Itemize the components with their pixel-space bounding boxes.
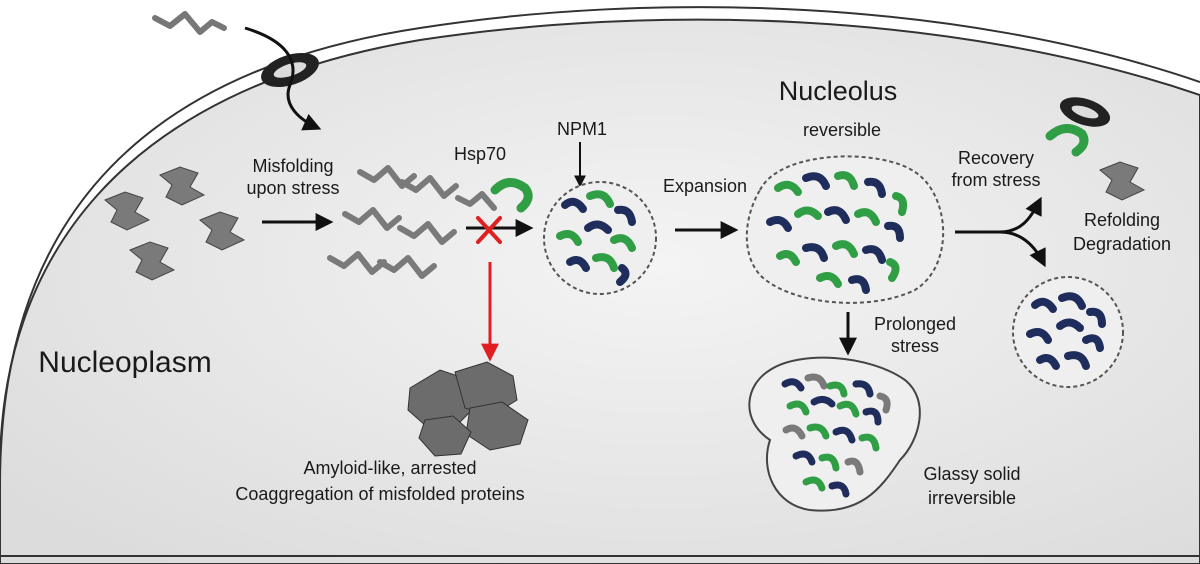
npm1-label: NPM1: [557, 119, 607, 139]
glassy-solid-nucleolus: [748, 356, 921, 512]
hsp70-label: Hsp70: [454, 144, 506, 164]
amyloid-label-line1: Amyloid-like, arrested: [303, 458, 476, 478]
prolonged-label-line2: stress: [891, 336, 939, 356]
amyloid-label-line2: Coaggregation of misfolded proteins: [235, 484, 524, 504]
refolded-protein-icon: [1099, 161, 1146, 201]
expanded-nucleolus-droplet: [745, 155, 945, 304]
nucleolus-title: Nucleolus: [779, 76, 898, 106]
nucleoplasm-title: Nucleoplasm: [38, 346, 211, 379]
recovery-label-line2: from stress: [951, 170, 1040, 190]
import-arrow: [244, 26, 322, 131]
amyloid-aggregate-icon: [407, 361, 529, 457]
recovery-label-line1: Recovery: [958, 148, 1034, 168]
npm1-droplet: [1012, 276, 1124, 388]
incoming-protein-icon: [152, 11, 227, 35]
reversible-label: reversible: [803, 120, 881, 140]
released-hsp70-icon: [1045, 124, 1089, 157]
initial-nucleolus-droplet: [543, 181, 657, 295]
branch-arrow-down: [999, 230, 1046, 268]
prolonged-label-line1: Prolonged: [874, 314, 956, 334]
nuclear-pore-icon: [1059, 97, 1111, 127]
folded-proteins-cluster: [104, 166, 246, 281]
expansion-label: Expansion: [663, 176, 747, 196]
misfolding-label-line1: Misfolding: [252, 156, 333, 176]
misfolding-label-line2: upon stress: [246, 178, 339, 198]
hsp70-complex-icon: [455, 178, 533, 213]
glassy-label-line2: irreversible: [928, 488, 1016, 508]
nuclear-pore-icon: [261, 52, 319, 88]
glassy-label-line1: Glassy solid: [923, 464, 1020, 484]
refolding-label: Refolding: [1084, 210, 1160, 230]
misfolded-proteins-cluster: [327, 165, 459, 279]
inhibition-cross-icon: [476, 216, 502, 244]
degradation-label: Degradation: [1073, 234, 1171, 254]
